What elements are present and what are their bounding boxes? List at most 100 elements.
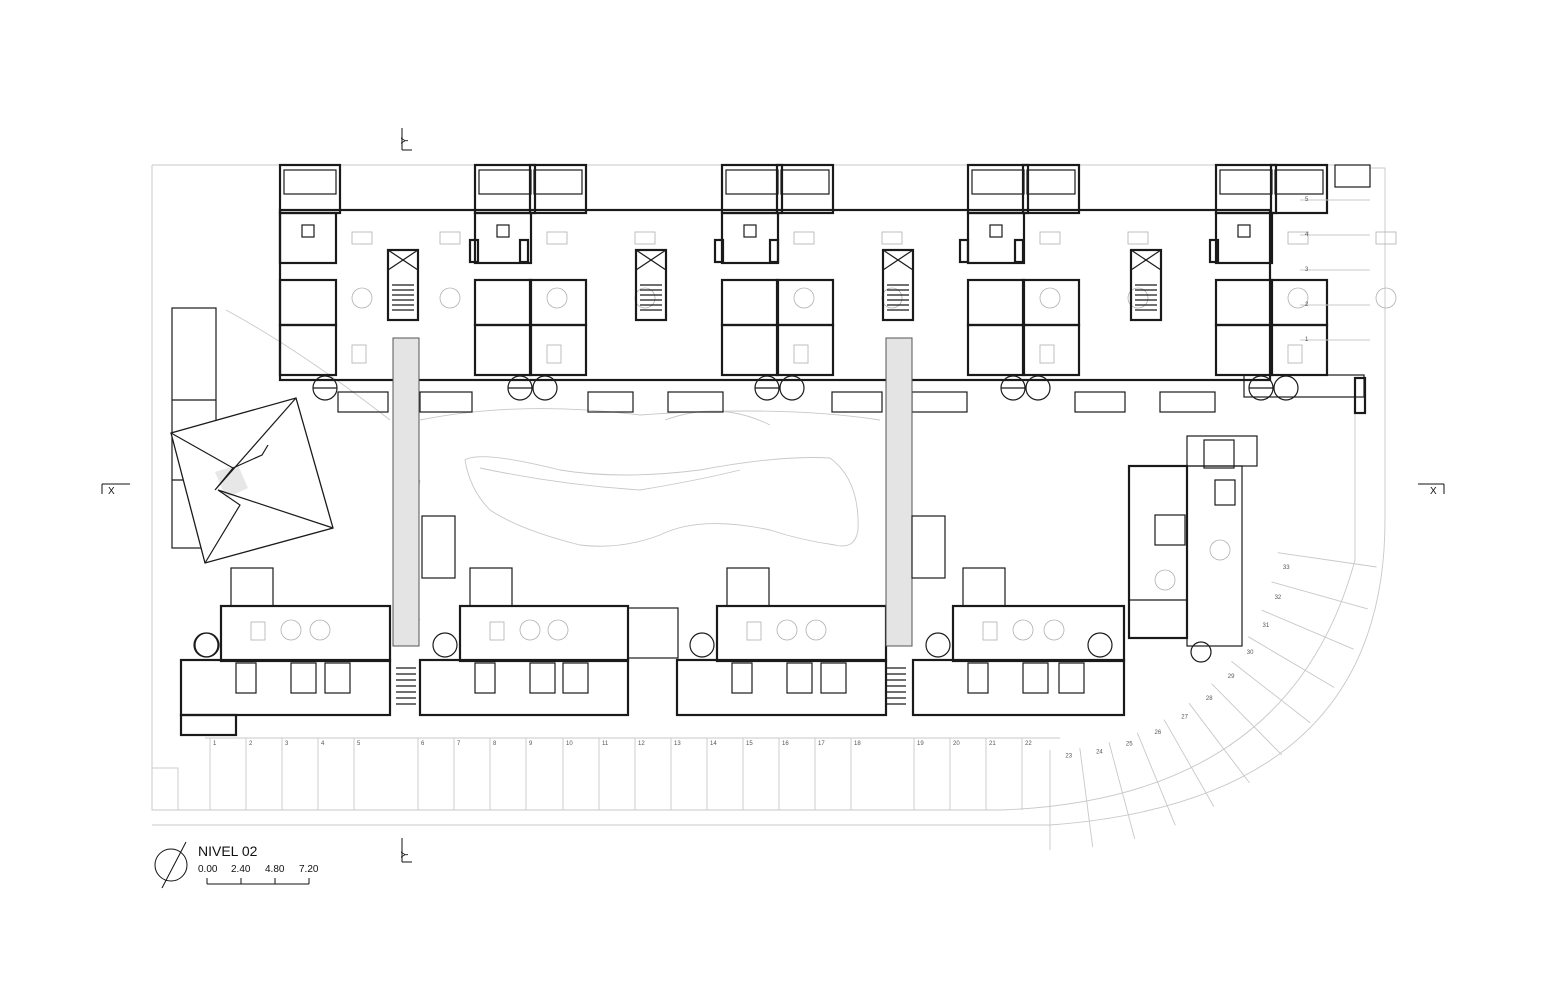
- right-stall-number: 3: [1305, 267, 1309, 273]
- bottom-residential-block: [179, 567, 1126, 737]
- dining-table: [546, 287, 568, 309]
- section-x-right: X: [1430, 486, 1437, 497]
- living-band: [715, 604, 888, 663]
- spiral-stair: [432, 632, 458, 658]
- stall-number: 13: [674, 741, 681, 747]
- top-notch-1: [468, 238, 480, 264]
- sofa-2: [439, 231, 461, 245]
- stall-number: 6: [421, 741, 425, 747]
- bedroom-2: [1214, 278, 1274, 327]
- stall-number: 7: [457, 741, 461, 747]
- bedroom-2: [720, 278, 780, 327]
- bottom-segment-4: [911, 567, 1126, 717]
- bath: [720, 211, 780, 265]
- bath: [731, 662, 753, 694]
- stall-number: 1: [213, 741, 217, 747]
- curve-stall-line: [1247, 636, 1335, 688]
- bath: [966, 211, 1026, 265]
- site-outline: [151, 164, 1386, 826]
- curve-stall-line: [1211, 683, 1283, 756]
- top-unit-1: [278, 163, 461, 401]
- top-terrace-3: [587, 391, 634, 413]
- terrace: [230, 567, 274, 607]
- elevator-x-2: [1130, 249, 1162, 271]
- bottom-segment-1: [179, 567, 392, 717]
- dining-table: [1287, 287, 1309, 309]
- curve-stall-number: 28: [1206, 696, 1213, 702]
- bedroom-3: [278, 323, 338, 377]
- bedroom-b: [1269, 278, 1329, 327]
- bedroom-band: [418, 658, 630, 717]
- bottom-segment-3: [675, 567, 888, 717]
- bath-3: [562, 662, 589, 694]
- bottom-stair-1: [396, 667, 416, 705]
- curve-stall-line: [1261, 609, 1354, 650]
- walkways: [392, 337, 946, 659]
- table: [1287, 344, 1303, 364]
- sofa: [1287, 231, 1309, 245]
- pyramid-roof: [170, 307, 334, 564]
- curve-stall-number: 24: [1096, 750, 1103, 756]
- bedroom-c: [528, 323, 588, 377]
- terrace: [469, 567, 513, 607]
- stall-number: 8: [493, 741, 497, 747]
- bedroom-3: [473, 323, 533, 377]
- sofa: [746, 621, 762, 641]
- stair-core: [1129, 248, 1163, 322]
- right-stall-number: 4: [1305, 232, 1309, 238]
- top-stair-core-1: [386, 248, 420, 322]
- sofa: [546, 231, 568, 245]
- bath: [235, 662, 257, 694]
- top-stair-core-2: [634, 248, 668, 322]
- bed: [478, 169, 532, 195]
- elevator-x-2: [635, 249, 667, 271]
- dining-table-2: [439, 287, 461, 309]
- bed: [971, 169, 1025, 195]
- dining-table: [793, 287, 815, 309]
- elevator-x-2: [882, 249, 914, 271]
- table: [793, 344, 809, 364]
- right-tower: [1127, 374, 1367, 663]
- spiral-stair-b: [1025, 375, 1051, 401]
- dining-table-2: [1375, 287, 1397, 309]
- spiral-stair: [193, 632, 219, 658]
- stall-number: 12: [638, 741, 645, 747]
- spiral-stair-b: [779, 375, 805, 401]
- stall-number: 9: [529, 741, 533, 747]
- sofa: [351, 231, 373, 245]
- curve-stall-number: 25: [1126, 742, 1133, 748]
- section-y-bottom: Y: [400, 851, 411, 858]
- bed: [1219, 169, 1273, 195]
- bed-b: [1026, 169, 1076, 195]
- bed-b: [1274, 169, 1324, 195]
- top-notch-2: [518, 238, 530, 264]
- top-terrace-7: [1074, 391, 1126, 413]
- elevator-x-2: [387, 249, 419, 271]
- bedroom-c: [1269, 323, 1329, 377]
- curve-stall-number: 30: [1247, 650, 1254, 656]
- scale-bar: [206, 878, 310, 885]
- top-residential-block: [278, 163, 1397, 413]
- curve-stall-number: 29: [1228, 674, 1235, 680]
- curve-stall-line: [1231, 661, 1311, 724]
- bath-2: [529, 662, 556, 694]
- curve-stall-number: 26: [1155, 730, 1162, 736]
- bath-3: [820, 662, 847, 694]
- bath-2: [1022, 662, 1049, 694]
- bed: [725, 169, 779, 195]
- fixture: [743, 224, 757, 238]
- unit-bedroom: [1214, 163, 1278, 215]
- dining-table: [351, 287, 373, 309]
- unit-bedroom-b: [775, 163, 835, 215]
- sofa-2: [634, 231, 656, 245]
- sofa: [489, 621, 505, 641]
- curve-stall-line: [1136, 732, 1176, 826]
- top-terrace-5: [831, 391, 883, 413]
- top-notch-5: [958, 238, 970, 264]
- sofa: [982, 621, 998, 641]
- section-x-left: X: [108, 486, 115, 497]
- living-band: [458, 604, 630, 663]
- curve-stall-number: 31: [1263, 623, 1270, 629]
- top-terrace-4: [667, 391, 724, 413]
